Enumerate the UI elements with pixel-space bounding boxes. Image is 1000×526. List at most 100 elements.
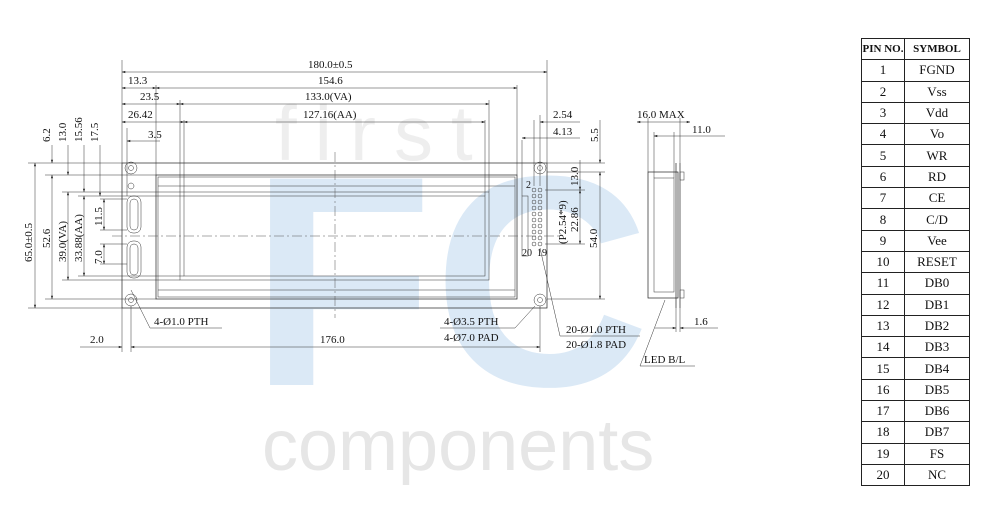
pin-symbol: DB7 <box>904 421 970 444</box>
dim-52-6: 52.6 <box>41 228 53 248</box>
pin-symbol: DB1 <box>904 293 970 316</box>
pin-number: 9 <box>861 229 905 252</box>
pin-symbol: C/D <box>904 208 970 231</box>
pin-symbol: DB5 <box>904 378 970 402</box>
pin-number: 2 <box>861 80 905 103</box>
pin-number: 11 <box>861 272 905 295</box>
dim-11-5: 11.5 <box>93 207 105 226</box>
dim-15-56: 15.56 <box>73 117 85 142</box>
pin-label-2: 2 <box>526 180 531 191</box>
pin-symbol: Vo <box>904 123 970 146</box>
dim-overall-width: 180.0±0.5 <box>308 59 353 71</box>
watermark-logo: FC <box>250 113 650 449</box>
hole-label-left: 4-Ø1.0 PTH <box>154 316 208 328</box>
pin-number: 14 <box>861 336 905 359</box>
dim-154-6: 154.6 <box>318 75 343 87</box>
dim-16-max: 16.0 MAX <box>637 109 685 121</box>
hole-label-mid2: 4-Ø7.0 PAD <box>444 332 499 344</box>
dim-17-5: 17.5 <box>89 122 101 142</box>
dim-6-2: 6.2 <box>41 128 53 142</box>
pin-number: 15 <box>861 357 905 380</box>
pin-number: 19 <box>861 442 905 465</box>
pin-connector <box>521 187 543 257</box>
dim-39-va: 39.0(VA) <box>57 221 69 262</box>
dim-7-0: 7.0 <box>93 250 105 264</box>
pin-number: 10 <box>861 250 905 274</box>
pin-symbol: Vss <box>904 80 970 103</box>
pin-table-header: PIN NO. SYMBOL <box>861 37 970 61</box>
watermark-components: components <box>262 406 654 486</box>
dim-33-aa: 33.88(AA) <box>73 214 85 262</box>
dim-2-0: 2.0 <box>90 334 104 346</box>
dim-133-va: 133.0(VA) <box>305 91 352 103</box>
pin-number: 16 <box>861 378 905 402</box>
watermark: first FC components <box>250 89 654 486</box>
dim-127-aa: 127.16(AA) <box>303 109 357 121</box>
conn-label-1: 20-Ø1.0 PTH <box>566 324 626 336</box>
dim-p254: (P2.54*9) <box>557 200 569 244</box>
bottom-dimensions: 4-Ø1.0 PTH 4-Ø3.5 PTH 4-Ø7.0 PAD 20-Ø1.0… <box>80 247 718 367</box>
left-dimensions: 65.0±0.5 52.6 39.0(VA) 33.88(AA) 11.5 7.… <box>23 117 184 309</box>
pin-number: 8 <box>861 208 905 231</box>
dim-26-42: 26.42 <box>128 109 153 121</box>
dim-3-5: 3.5 <box>148 129 162 141</box>
lcd-side-view <box>647 163 685 308</box>
pin-symbol: Vee <box>904 229 970 252</box>
pin-symbol: FS <box>904 442 970 465</box>
pin-number: 1 <box>861 59 905 82</box>
pin-symbol: DB2 <box>904 314 970 338</box>
dim-13-3: 13.3 <box>128 75 148 87</box>
top-dimensions: 180.0±0.5 13.3 154.6 23.5 133.0(VA) 26.4… <box>121 59 725 196</box>
dim-2-54: 2.54 <box>553 109 573 121</box>
pin-number: 6 <box>861 165 905 189</box>
pin-symbol: DB3 <box>904 336 970 359</box>
pin-number: 3 <box>861 101 905 125</box>
conn-label-2: 20-Ø1.8 PAD <box>566 339 626 351</box>
dim-22-86: 22.86 <box>569 207 581 232</box>
led-label: LED B/L <box>644 354 686 366</box>
pin-symbol: DB6 <box>904 400 970 423</box>
pin-symbol: NC <box>904 463 970 487</box>
dim-overall-height: 65.0±0.5 <box>23 222 35 262</box>
dim-23-5: 23.5 <box>140 91 160 103</box>
pin-number: 5 <box>861 144 905 167</box>
pin-no-header: PIN NO. <box>861 37 905 61</box>
pin-symbol: Vdd <box>904 101 970 125</box>
pin-number: 13 <box>861 314 905 338</box>
pin-symbol: FGND <box>904 59 970 82</box>
pin-symbol: DB4 <box>904 357 970 380</box>
pin-number: 4 <box>861 123 905 146</box>
pin-symbol: CE <box>904 187 970 210</box>
dim-11-0: 11.0 <box>692 124 711 136</box>
symbol-header: SYMBOL <box>904 37 970 61</box>
pin-number: 20 <box>861 463 905 487</box>
pin-symbol: DB0 <box>904 272 970 295</box>
pin-number: 18 <box>861 421 905 444</box>
pin-number: 7 <box>861 187 905 210</box>
pin-symbol: RESET <box>904 250 970 274</box>
pin-number: 12 <box>861 293 905 316</box>
dim-5-5: 5.5 <box>589 128 601 142</box>
dim-54-0: 54.0 <box>588 228 600 248</box>
dim-13-0-left: 13.0 <box>57 122 69 142</box>
